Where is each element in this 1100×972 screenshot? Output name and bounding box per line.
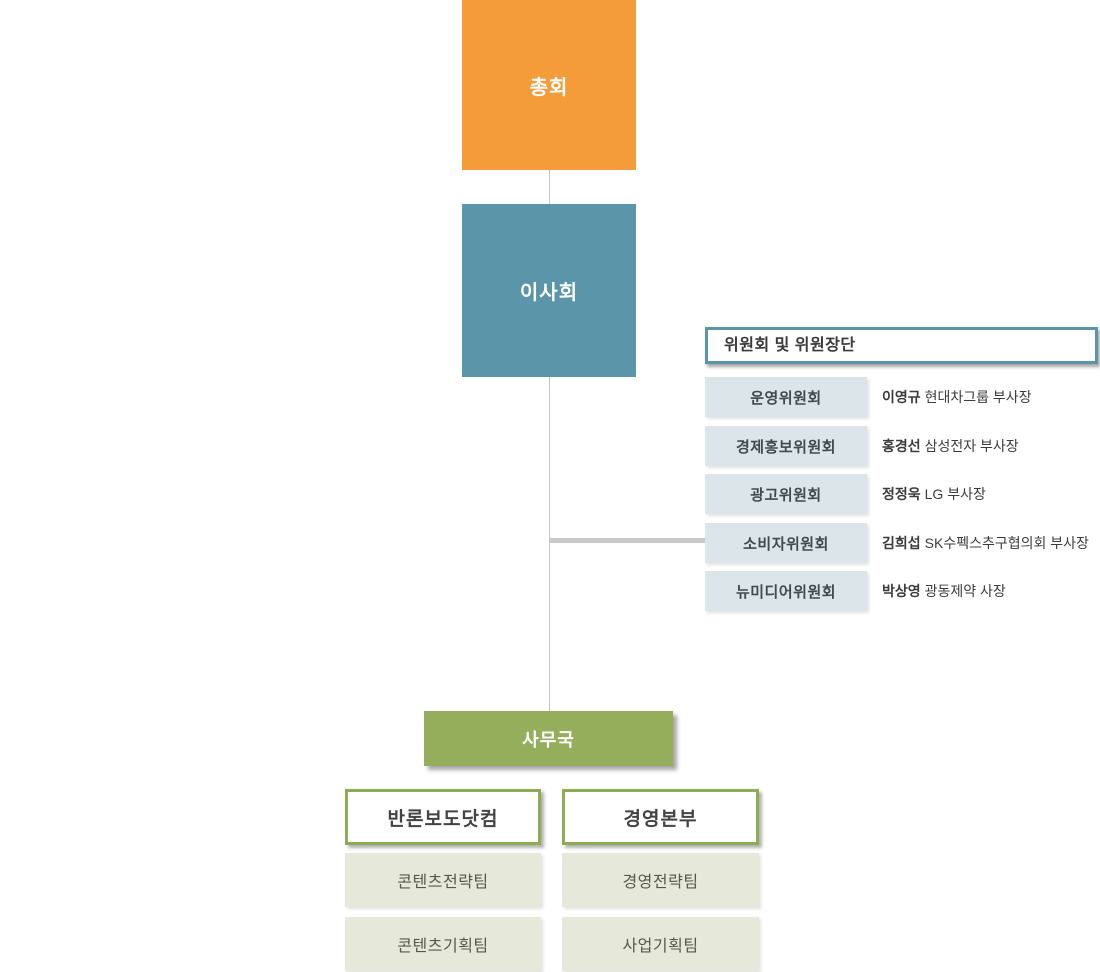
committee-label: 운영위원회 [750, 389, 822, 407]
committee-label-box: 뉴미디어위원회 [705, 571, 867, 611]
chair-name: 김희섭 [882, 535, 921, 551]
connector-assembly-board [549, 170, 550, 204]
connector-board-office [549, 377, 550, 711]
team-box: 콘텐츠기획팀 [345, 917, 541, 971]
chair-position: 삼성전자 부사장 [924, 438, 1019, 454]
chair-position: 현대차그룹 부사장 [924, 389, 1032, 405]
committee-label: 소비자위원회 [743, 535, 829, 553]
assembly-label: 총회 [529, 76, 569, 99]
team-name: 경영전략팀 [622, 874, 699, 891]
chair-name: 이영규 [882, 389, 921, 405]
chair-name: 홍경선 [882, 438, 921, 454]
committee-panel-title-box: 위원회 및 위원장단 [705, 327, 1098, 364]
team-name: 콘텐츠전략팀 [397, 874, 489, 891]
department-column: 경영본부 경영전략팀 사업기획팀 [562, 789, 759, 971]
committee-label-box: 운영위원회 [705, 377, 867, 417]
team-box: 경영전략팀 [562, 853, 759, 907]
department-name: 경영본부 [623, 808, 698, 830]
committee-label-box: 경제홍보위원회 [705, 426, 867, 466]
committee-label: 뉴미디어위원회 [735, 583, 837, 601]
chair-position: 광동제약 사장 [924, 583, 1006, 599]
committee-panel-title: 위원회 및 위원장단 [724, 337, 856, 354]
assembly-box: 총회 [462, 0, 636, 170]
chair-name: 박상영 [882, 583, 921, 599]
team-name: 사업기획팀 [622, 938, 699, 955]
committee-label-box: 광고위원회 [705, 474, 867, 514]
office-label: 사무국 [522, 729, 575, 750]
board-box: 이사회 [462, 204, 636, 377]
team-name: 콘텐츠기획팀 [397, 938, 489, 955]
chair-name: 정정욱 [882, 486, 921, 502]
chair-position: SK수펙스추구협의회 부사장 [924, 535, 1089, 551]
committee-label-box: 소비자위원회 [705, 523, 867, 563]
department-header-box: 경영본부 [562, 789, 759, 845]
department-header-box: 반론보도닷컴 [345, 789, 541, 845]
connector-board-committee [550, 538, 706, 543]
chair-position: LG 부사장 [924, 486, 986, 502]
department-column: 반론보도닷컴 콘텐츠전략팀 콘텐츠기획팀 [345, 789, 541, 971]
team-box: 콘텐츠전략팀 [345, 853, 541, 907]
department-name: 반론보도닷컴 [387, 808, 499, 830]
team-box: 사업기획팀 [562, 917, 759, 971]
office-box: 사무국 [424, 711, 673, 766]
committee-label: 경제홍보위원회 [735, 438, 837, 456]
board-label: 이사회 [519, 282, 579, 304]
committee-label: 광고위원회 [750, 486, 822, 504]
